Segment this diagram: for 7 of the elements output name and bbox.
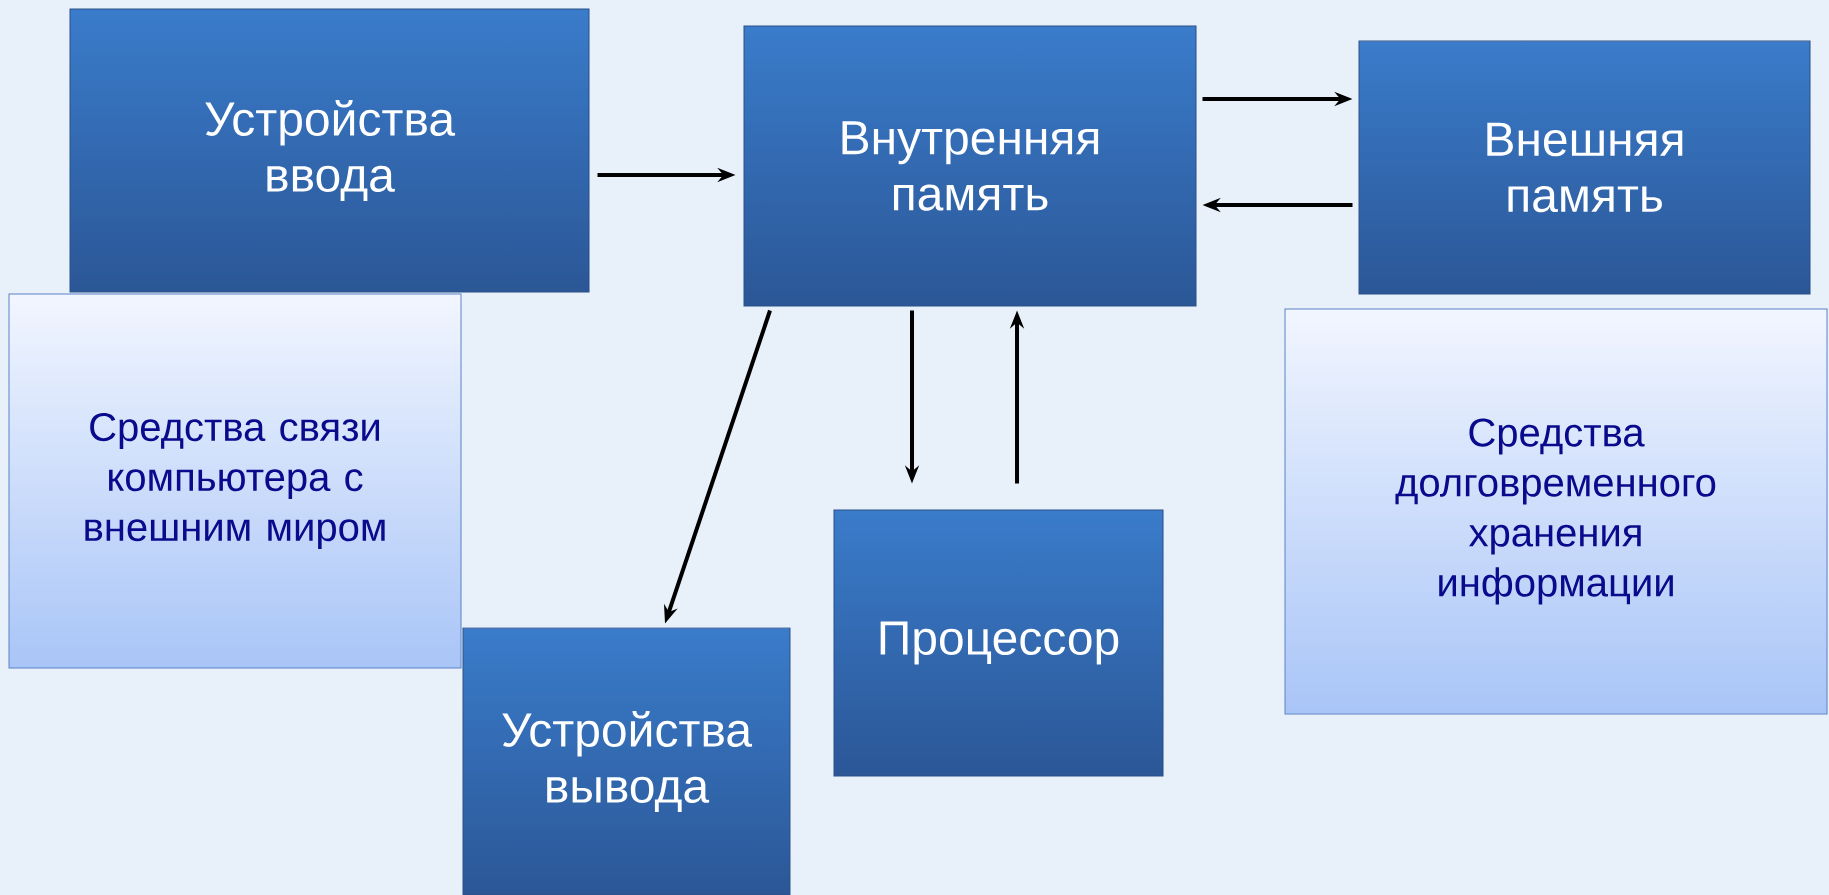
info-box: Средства долговременного хранения информации xyxy=(1284,308,1828,715)
process-box: Устройства вывода xyxy=(462,627,791,895)
process-box: Устройства ввода xyxy=(69,8,590,293)
info-box: Средства связи компьютера с внешним миром xyxy=(8,293,462,669)
process-box: Внешняя память xyxy=(1358,40,1811,295)
process-box: Внутренняя память xyxy=(743,25,1197,307)
process-box: Процессор xyxy=(833,509,1164,777)
